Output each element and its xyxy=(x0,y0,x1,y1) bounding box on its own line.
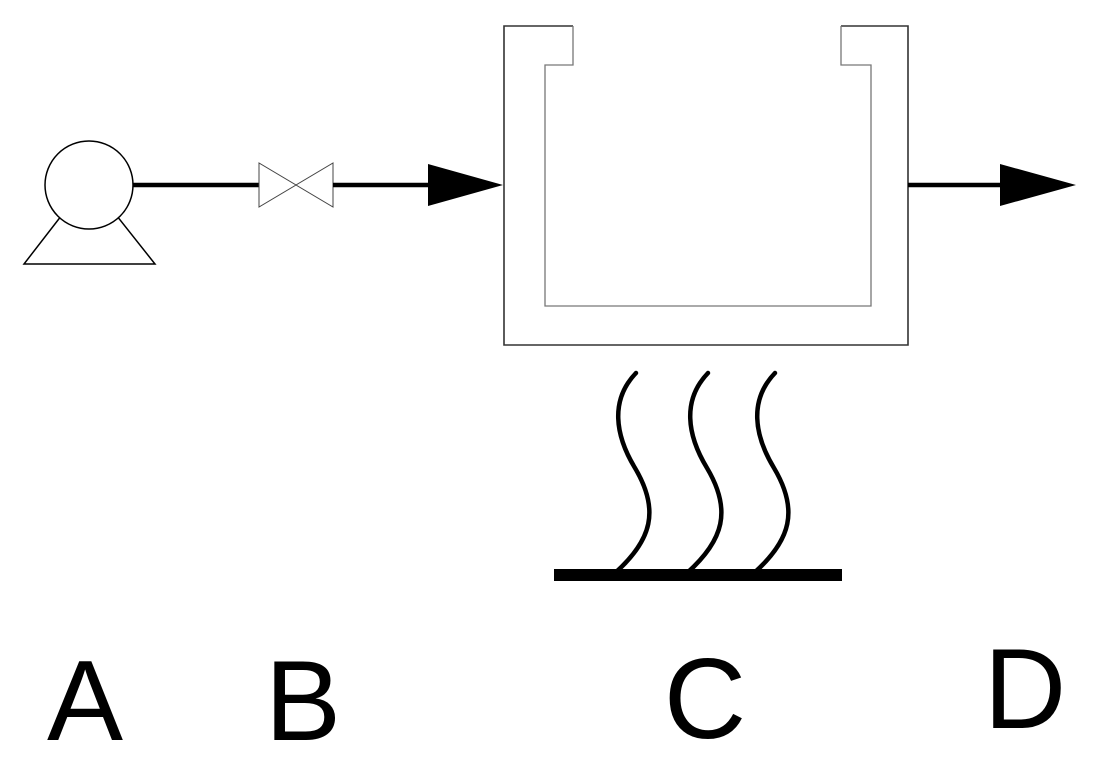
valve-left-triangle xyxy=(258,162,297,208)
valve-icon xyxy=(258,162,334,208)
heat-wave-3 xyxy=(751,370,791,576)
heat-wave-1 xyxy=(612,370,652,576)
heat-wave-2 xyxy=(684,370,724,576)
label-pump: A xyxy=(47,638,123,758)
label-outlet: D xyxy=(984,626,1066,753)
inlet-arrow-icon xyxy=(428,164,503,206)
heat-source-icon xyxy=(554,370,842,581)
vessel-outer-wall xyxy=(503,25,909,346)
label-heater: C xyxy=(664,636,746,758)
label-valve: B xyxy=(265,638,341,758)
vessel-icon xyxy=(503,25,909,346)
pump-icon xyxy=(22,140,157,265)
outlet-arrow-icon xyxy=(1000,164,1076,206)
pump-body xyxy=(44,140,134,230)
vessel-inner-wall xyxy=(544,26,872,307)
valve-right-triangle xyxy=(295,162,334,208)
